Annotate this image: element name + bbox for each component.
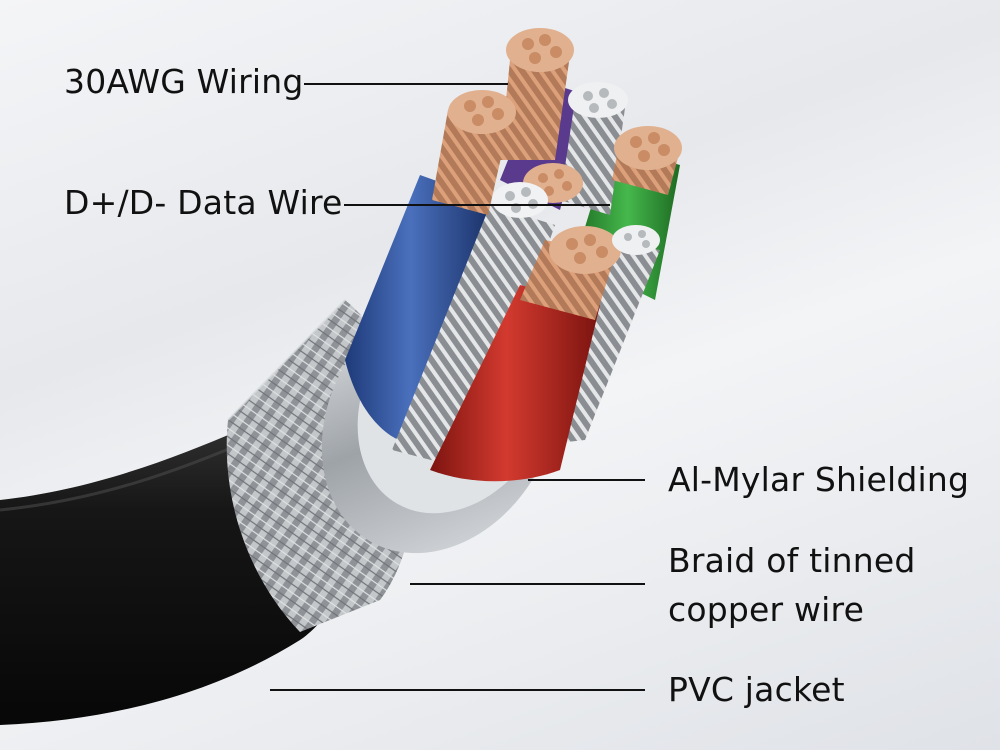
copper-bundle-red [520,226,621,320]
silver-bundle-middle [492,182,548,218]
silver-bundle-right [612,225,660,255]
copper-bundle-green [612,126,682,195]
silver-wire-front [392,205,555,470]
label-al-mylar-shielding: Al-Mylar Shielding [668,460,970,499]
leader-lines [270,83,645,691]
copper-bundle-left [432,90,516,215]
label-30awg-wiring: 30AWG Wiring [64,62,304,101]
label-data-wire: D+/D- Data Wire [64,183,343,222]
copper-bundle-top [500,28,574,160]
label-pvc-jacket: PVC jacket [668,670,845,709]
silver-bundle-top [568,82,628,118]
blue-wire [345,175,490,446]
label-braid-line2: copper wire [668,590,865,629]
red-wire [430,285,600,482]
label-braid-line1: Braid of tinned [668,541,916,580]
